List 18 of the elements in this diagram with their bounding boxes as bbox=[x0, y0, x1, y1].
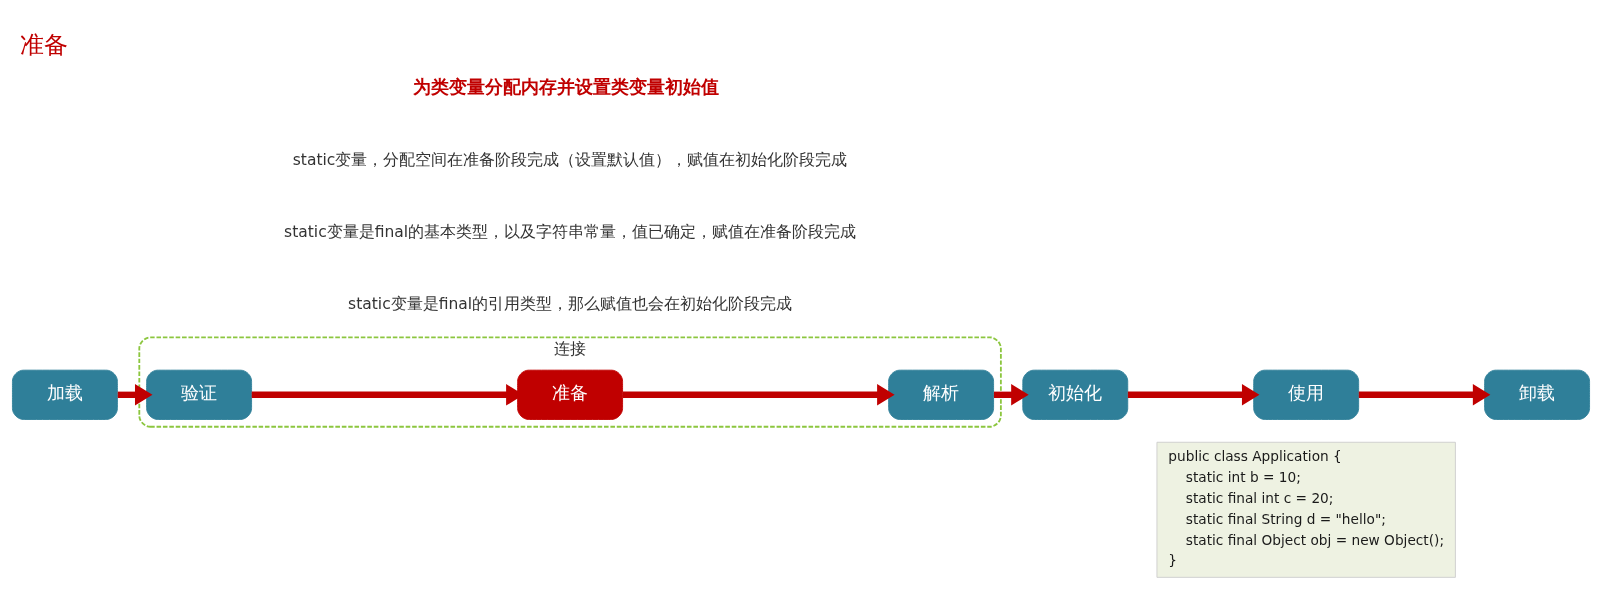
node-box: public class Application { static int b = 10; static final int c = 20; static final String d = "hello"; static final Object obj = new Object(); } bbox=[1156, 441, 1456, 578]
arrow bbox=[1127, 384, 1260, 406]
arrow bbox=[117, 384, 153, 406]
node-box: 准备 bbox=[517, 369, 624, 420]
arrow bbox=[993, 384, 1029, 406]
node-box: 卸载 bbox=[1484, 369, 1590, 420]
node-box: 加载 bbox=[12, 369, 118, 420]
label: static变量是final的引用类型，那么赋值也会在初始化阶段完成 bbox=[348, 295, 793, 314]
arrow bbox=[1358, 384, 1491, 406]
diagram-title: 准备 bbox=[19, 31, 68, 60]
label: static变量，分配空间在准备阶段完成（设置默认值），赋值在初始化阶段完成 bbox=[292, 150, 848, 169]
node-box: 初始化 bbox=[1022, 369, 1129, 420]
node-box: 解析 bbox=[888, 369, 995, 420]
node-box: 验证 bbox=[146, 369, 252, 420]
label: static变量是final的基本类型，以及字符串常量，值已确定，赋值在准备阶段完成 bbox=[284, 223, 857, 242]
node-box: 使用 bbox=[1253, 369, 1360, 420]
label: 为类变量分配内存并设置类变量初始值 bbox=[412, 75, 719, 97]
arrow bbox=[622, 384, 895, 406]
